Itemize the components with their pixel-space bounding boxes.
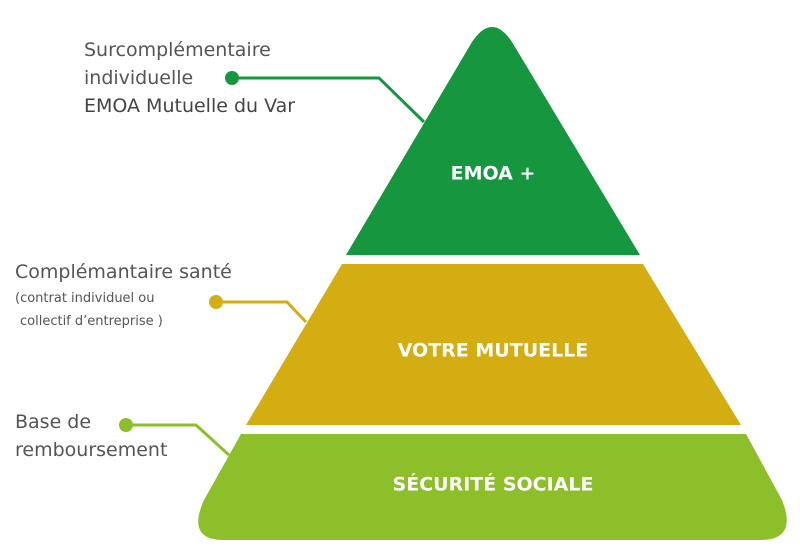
tier-middle-shape — [246, 264, 741, 425]
tier-bottom-label: SÉCURITÉ SOCIALE — [393, 473, 594, 496]
connector-top-dot — [225, 71, 239, 85]
annotation-top-line2: individuelle — [84, 67, 194, 89]
annotation-complementaire: Complémantaire santé (contrat individuel… — [15, 258, 232, 332]
annotation-bottom-line1: Base de — [15, 411, 92, 433]
annotation-middle-sub2: collectif d’entreprise ) — [20, 314, 163, 329]
connector-middle — [216, 300, 308, 324]
annotation-bottom-line2: remboursement — [15, 439, 168, 461]
annotation-middle-title: Complémantaire santé — [15, 261, 232, 283]
annotation-top-line1: Surcomplémentaire — [84, 39, 271, 61]
connector-middle-dot — [209, 295, 223, 309]
annotation-base: Base de remboursement — [15, 408, 167, 464]
tier-bottom-shape — [198, 434, 787, 540]
tier-top-label: EMOA + — [451, 163, 536, 185]
connector-top — [232, 76, 426, 124]
connector-bottom-dot — [119, 418, 133, 432]
tier-middle-label: VOTRE MUTUELLE — [398, 340, 589, 362]
connector-bottom — [126, 423, 231, 457]
annotation-top-line3: EMOA Mutuelle du Var — [84, 95, 296, 117]
annotation-middle-sub1: (contrat individuel ou — [15, 291, 155, 306]
annotation-surcomplementaire: Surcomplémentaire individuelle EMOA Mutu… — [84, 36, 295, 120]
tier-top-shape — [346, 27, 640, 255]
